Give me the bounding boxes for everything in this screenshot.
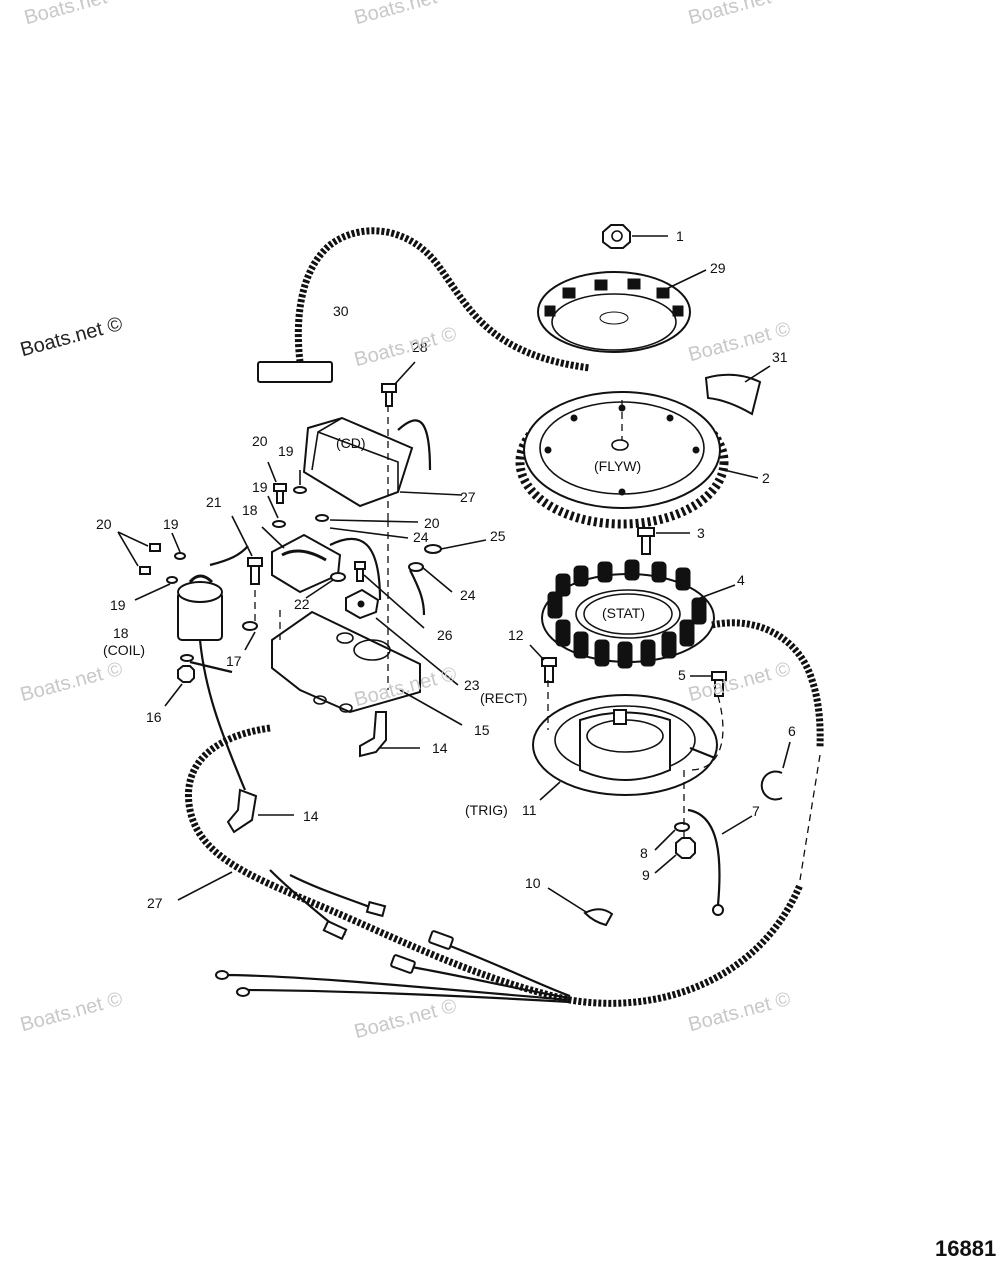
callout-17: 17 xyxy=(226,653,242,669)
callout-24a: 24 xyxy=(413,529,429,545)
nut-9 xyxy=(654,837,696,874)
cover-31 xyxy=(704,365,771,416)
callout-28: 28 xyxy=(412,339,428,355)
screw-28 xyxy=(381,361,416,407)
cd-module xyxy=(302,405,463,520)
callout-15: 15 xyxy=(474,722,490,738)
spark-plug-boot-14a xyxy=(359,711,420,758)
callout-23: 23 xyxy=(464,677,480,693)
callout-22: 22 xyxy=(294,596,310,612)
callout-31: 31 xyxy=(772,349,788,365)
part-identifier-labels: (CD) (FLYW) (STAT) (RECT) (COIL) (TRIG) xyxy=(103,435,645,818)
clamp-10 xyxy=(547,887,614,927)
callout-10: 10 xyxy=(525,875,541,891)
small-hardware xyxy=(209,461,487,651)
callout-14a: 14 xyxy=(432,740,448,756)
trigger-11 xyxy=(532,694,718,801)
washer-8 xyxy=(654,822,690,851)
flywheel-cup-29 xyxy=(537,269,707,353)
screw-5 xyxy=(690,671,727,697)
drawing-number: 16881 xyxy=(935,1236,997,1261)
callout-24b: 24 xyxy=(460,587,476,603)
callout-3: 3 xyxy=(697,525,705,541)
callout-14b: 14 xyxy=(303,808,319,824)
callout-labels: 1 29 30 28 31 2 3 4 5 6 7 8 9 10 11 12 1… xyxy=(96,228,796,911)
callout-19d: 19 xyxy=(110,597,126,613)
callout-4: 4 xyxy=(737,572,745,588)
screw-12 xyxy=(529,644,557,683)
callout-7: 7 xyxy=(752,803,760,819)
callout-6: 6 xyxy=(788,723,796,739)
harness-27 xyxy=(177,724,821,1007)
callout-12: 12 xyxy=(508,627,524,643)
callout-19a: 19 xyxy=(278,443,294,459)
callout-30: 30 xyxy=(333,303,349,319)
callout-19b: 19 xyxy=(252,479,268,495)
callout-27b: 27 xyxy=(147,895,163,911)
callout-29: 29 xyxy=(710,260,726,276)
callout-27a: 27 xyxy=(460,489,476,505)
nut-1 xyxy=(602,224,668,249)
label-trig: (TRIG) xyxy=(465,802,508,818)
screw-3 xyxy=(637,527,690,555)
callout-2: 2 xyxy=(762,470,770,486)
callout-5: 5 xyxy=(678,667,686,683)
label-flyw: (FLYW) xyxy=(594,458,641,474)
coil-18-small xyxy=(261,526,382,601)
callout-20b: 20 xyxy=(96,516,112,532)
callout-25: 25 xyxy=(490,528,506,544)
base-plate-15 xyxy=(271,610,463,726)
label-stat: (STAT) xyxy=(602,605,645,621)
callout-16: 16 xyxy=(146,709,162,725)
label-cd: (CD) xyxy=(336,435,366,451)
callout-8: 8 xyxy=(640,845,648,861)
callout-18a: 18 xyxy=(242,502,258,518)
callout-11: 11 xyxy=(522,802,537,818)
ground-wire-7 xyxy=(687,808,753,916)
rectifier-23 xyxy=(345,588,459,686)
ignition-coil-18 xyxy=(177,574,247,791)
callout-20a: 20 xyxy=(252,433,268,449)
callout-26: 26 xyxy=(437,627,453,643)
harness-30 xyxy=(257,227,591,383)
callout-20c: 20 xyxy=(424,515,440,531)
assembly-lines xyxy=(279,400,724,840)
callout-21: 21 xyxy=(206,494,222,510)
callout-1: 1 xyxy=(676,228,684,244)
clip-6 xyxy=(760,741,791,801)
coil-hardware xyxy=(117,531,195,707)
label-coil: (COIL) xyxy=(103,642,145,658)
callout-18b: 18 xyxy=(113,625,129,641)
label-rect: (RECT) xyxy=(480,690,527,706)
spark-plug-boot-14b xyxy=(226,788,294,834)
callout-19c: 19 xyxy=(163,516,179,532)
stator-4 xyxy=(541,559,824,749)
callout-9: 9 xyxy=(642,867,650,883)
